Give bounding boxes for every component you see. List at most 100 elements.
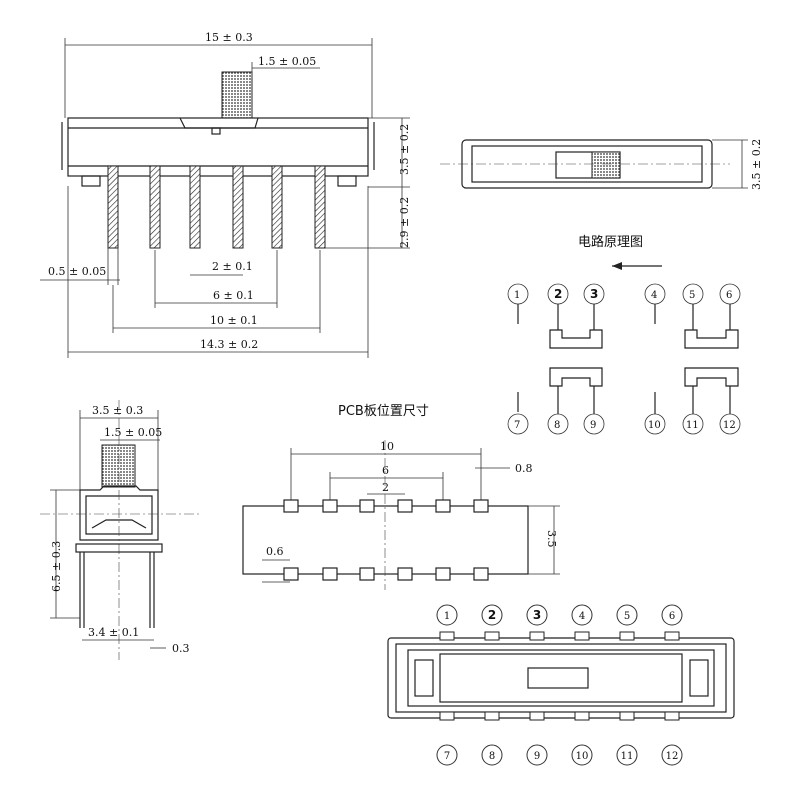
circuit-pin-2: 2 xyxy=(554,287,562,301)
bottom-pin-label-9: 9 xyxy=(534,751,540,762)
switch-body-front xyxy=(67,117,369,177)
dim-side-height: 6.5 ± 0.3 xyxy=(50,541,63,592)
bottom-pad-6 xyxy=(664,631,680,641)
bottom-pad-3 xyxy=(529,631,545,641)
pcb-pad-4 xyxy=(397,499,413,513)
pcb-dim-0-6: 0.6 xyxy=(266,545,284,558)
bottom-pin-label-7: 7 xyxy=(444,751,450,762)
switch-body-bottom xyxy=(387,637,735,719)
bottom-pin-circle xyxy=(661,604,683,626)
circuit-pin-7: 7 xyxy=(514,420,520,431)
pcb-dim-10: 10 xyxy=(380,440,394,453)
bottom-pin-circle xyxy=(616,604,638,626)
pin-3 xyxy=(189,165,201,249)
pcb-dim-2: 2 xyxy=(382,481,389,494)
pin-5 xyxy=(271,165,283,249)
pcb-dim-3-5: 3.5 xyxy=(545,530,558,548)
circuit-diagram: 电路原理图 1 2 3 4 5 6 7 8 9 xyxy=(507,234,741,435)
circuit-pin-5: 5 xyxy=(689,290,695,301)
bottom-pad-11 xyxy=(619,711,635,721)
circuit-pin-3: 3 xyxy=(590,287,598,301)
pcb-pad-6 xyxy=(473,499,489,513)
bottom-pad-12 xyxy=(664,711,680,721)
pcb-pad-8 xyxy=(322,567,338,581)
dim-overall: 14.3 ± 0.2 xyxy=(200,338,258,351)
pcb-dim-0-8: 0.8 xyxy=(515,462,533,475)
bottom-pin-label-2: 2 xyxy=(488,608,496,622)
circuit-pin-11: 11 xyxy=(686,420,699,431)
bottom-pin-circle xyxy=(481,604,503,626)
dim-side-knob: 1.5 ± 0.05 xyxy=(104,426,162,439)
pcb-pad-3 xyxy=(359,499,375,513)
bottom-pin-circle xyxy=(526,604,548,626)
slider-top xyxy=(591,151,621,179)
dim-pin-thickness: 0.3 xyxy=(172,642,190,655)
pcb-pad-10 xyxy=(397,567,413,581)
bottom-pin-label-12: 12 xyxy=(666,751,679,762)
bottom-pin-circle xyxy=(436,604,458,626)
bottom-pad-7 xyxy=(439,711,455,721)
bottom-pad-4 xyxy=(574,631,590,641)
slider-side xyxy=(101,444,136,488)
side-view: 3.5 ± 0.3 1.5 ± 0.05 6.5 ± 0.3 3.4 ± 0.1… xyxy=(40,400,200,660)
bottom-pin-label-5: 5 xyxy=(624,611,630,622)
bottom-pin-circle xyxy=(616,744,638,766)
dim-pin-length: 2.9 ± 0.2 xyxy=(398,197,411,248)
bottom-pin-circle xyxy=(436,744,458,766)
circuit-title: 电路原理图 xyxy=(578,234,643,250)
bottom-pad-9 xyxy=(529,711,545,721)
bottom-pad-5 xyxy=(619,631,635,641)
bottom-pin-label-11: 11 xyxy=(621,751,634,762)
bottom-pad-10 xyxy=(574,711,590,721)
bottom-pin-label-8: 8 xyxy=(489,751,495,762)
bottom-view-pins: 1 7 2 8 3 9 4 10 5 11 6 12 xyxy=(436,604,683,766)
pcb-dim-6: 6 xyxy=(382,464,389,477)
pcb-outline xyxy=(242,505,529,575)
circuit-pin-6: 6 xyxy=(726,290,732,301)
pcb-pad-7 xyxy=(283,567,299,581)
pcb-pad-9 xyxy=(359,567,375,581)
bottom-pad-2 xyxy=(484,631,500,641)
pin-6 xyxy=(314,165,326,249)
pcb-pad-11 xyxy=(435,567,451,581)
pin-4 xyxy=(232,165,244,249)
dim-pitch-10: 10 ± 0.1 xyxy=(210,314,258,327)
circuit-pin-4: 4 xyxy=(651,290,657,301)
dim-pin-width: 0.5 ± 0.05 xyxy=(48,265,106,278)
bottom-view xyxy=(387,637,735,719)
bottom-pin-circle xyxy=(481,744,503,766)
dim-side-width: 3.5 ± 0.3 xyxy=(92,404,143,417)
bottom-pin-label-3: 3 xyxy=(533,608,541,622)
circuit-pin-10: 10 xyxy=(648,420,661,431)
dim-body-height: 3.5 ± 0.2 xyxy=(398,124,411,175)
slider-knob xyxy=(221,71,253,119)
bottom-pin-label-4: 4 xyxy=(579,611,585,622)
pcb-layout: PCB板位置尺寸 10 6 2 0.8 3.5 0.6 xyxy=(242,404,560,590)
dim-knob-width: 1.5 ± 0.05 xyxy=(258,55,316,68)
bottom-pin-circle xyxy=(571,604,593,626)
top-view: 3.5 ± 0.2 xyxy=(440,139,763,190)
pcb-pad-12 xyxy=(473,567,489,581)
circuit-pin-9: 9 xyxy=(590,420,596,431)
bottom-pin-label-10: 10 xyxy=(576,751,589,762)
dim-width-15: 15 ± 0.3 xyxy=(205,31,253,44)
bottom-pin-label-1: 1 xyxy=(444,611,450,622)
pcb-pad-2 xyxy=(322,499,338,513)
bottom-pad-1 xyxy=(439,631,455,641)
pcb-title: PCB板位置尺寸 xyxy=(338,404,429,419)
pcb-pad-5 xyxy=(435,499,451,513)
bottom-pin-circle xyxy=(571,744,593,766)
bottom-pad-8 xyxy=(484,711,500,721)
switch-body-side xyxy=(79,485,159,541)
pin-2 xyxy=(149,165,161,249)
dim-top-height: 3.5 ± 0.2 xyxy=(750,139,763,190)
bottom-pin-circle xyxy=(526,744,548,766)
circuit-pin-1: 1 xyxy=(514,290,520,301)
pcb-pad-1 xyxy=(283,499,299,513)
dim-pitch-6: 6 ± 0.1 xyxy=(213,289,254,302)
pcb-pads xyxy=(283,499,489,581)
front-view: 15 ± 0.3 1.5 ± 0.05 3.5 ± 0.2 2.9 ± 0.2 xyxy=(40,31,411,358)
bottom-pin-label-6: 6 xyxy=(669,611,675,622)
dim-pitch-2: 2 ± 0.1 xyxy=(212,260,253,273)
